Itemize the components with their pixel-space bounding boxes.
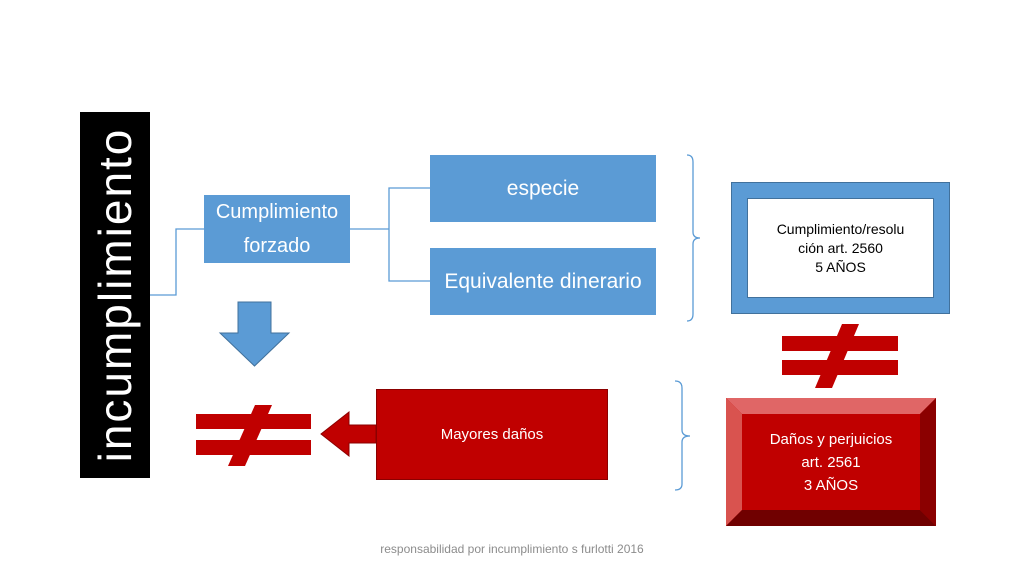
equivalente-dinerario-box: Equivalente dinerario	[430, 248, 656, 315]
forced-line1: Cumplimiento	[215, 201, 339, 223]
incumplimiento-title: incumplimiento	[89, 127, 141, 463]
mayores-danos-box: Mayores daños	[376, 389, 608, 480]
resolucion-line1: Cumplimiento/resolu	[776, 220, 905, 237]
brace-top	[686, 154, 701, 322]
not-equal-left-icon	[196, 405, 311, 466]
connector-forced-options	[350, 187, 430, 282]
down-arrow-icon	[218, 301, 291, 367]
forced-line2: forzado	[243, 235, 311, 257]
danos-line1: Daños y perjuicios	[769, 430, 893, 448]
danos-bevel-box	[726, 398, 936, 526]
resolucion-box: Cumplimiento/resolu ción art. 2560 5 AÑO…	[747, 198, 934, 298]
resolucion-line2: ción art. 2560	[798, 239, 883, 256]
footer-caption: responsabilidad por incumplimiento s fur…	[380, 542, 644, 556]
equivalente-label: Equivalente dinerario	[444, 269, 642, 293]
brace-bottom	[674, 380, 691, 491]
left-arrow-icon	[320, 410, 377, 458]
cumplimiento-forzado-box: Cumplimiento forzado	[204, 195, 350, 263]
danos-perjuicios-box: Daños y perjuicios art. 2561 3 AÑOS	[726, 398, 936, 526]
danos-line3: 3 AÑOS	[803, 476, 859, 494]
incumplimiento-title-box: incumplimiento	[80, 112, 150, 478]
especie-label: especie	[506, 176, 580, 200]
not-equal-right-icon	[782, 324, 898, 388]
especie-box: especie	[430, 155, 656, 222]
mayores-label: Mayores daños	[440, 426, 544, 443]
danos-line2: art. 2561	[801, 453, 861, 471]
connector-title-forced	[150, 228, 204, 296]
resolucion-line3: 5 AÑOS	[815, 258, 866, 275]
